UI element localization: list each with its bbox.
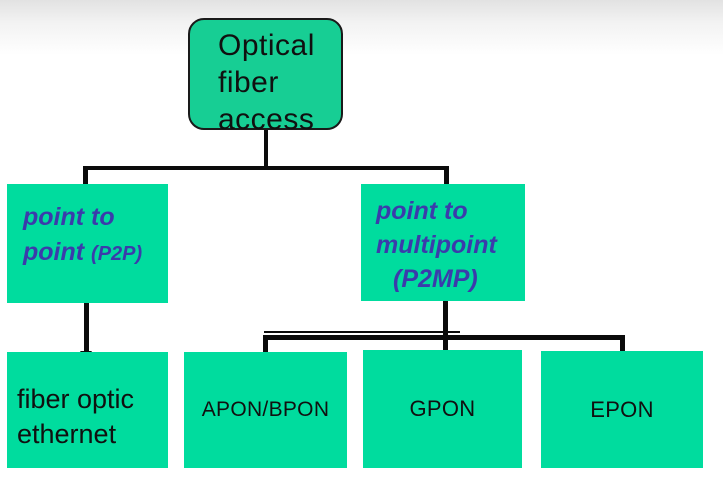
connector-level2-horizontal (263, 335, 625, 340)
node-fiber-optic-ethernet: fiber optic ethernet (7, 352, 168, 468)
node-gpon: GPON (363, 350, 522, 468)
connector-p2p-stem (84, 302, 89, 353)
connector-level2-horizontal-thin (264, 331, 460, 333)
node-label: Optical (218, 29, 315, 62)
connector-drop-p2p (83, 166, 88, 185)
node-label: GPON (409, 396, 476, 421)
node-label: EPON (590, 396, 654, 422)
node-label: fiber optic (17, 384, 135, 414)
node-label: point (P2P) (23, 238, 143, 266)
connector-drop-apon (263, 335, 268, 353)
node-label: APON/BPON (201, 398, 330, 421)
connector-root-stem (264, 129, 268, 169)
node-epon: EPON (541, 351, 703, 468)
connector-drop-p2mp (444, 166, 449, 185)
node-point-to-point: point to point (P2P) (7, 184, 168, 303)
connector-drop-epon (620, 335, 625, 352)
node-label: fiber (218, 66, 279, 99)
node-apon-bpon: APON/BPON (184, 352, 347, 468)
node-label: access (218, 103, 315, 136)
node-point-to-multipoint: point to multipoint (P2MP) (361, 184, 525, 301)
node-label: (P2MP) (393, 265, 478, 293)
node-optical-fiber-access: Optical fiber access (188, 18, 343, 136)
node-label: multipoint (376, 231, 497, 259)
node-label: point to (23, 203, 115, 231)
node-label: ethernet (17, 419, 117, 449)
node-label: point to (376, 197, 468, 225)
connector-p2mp-stem (443, 299, 448, 351)
connector-level1-horizontal (83, 166, 449, 170)
